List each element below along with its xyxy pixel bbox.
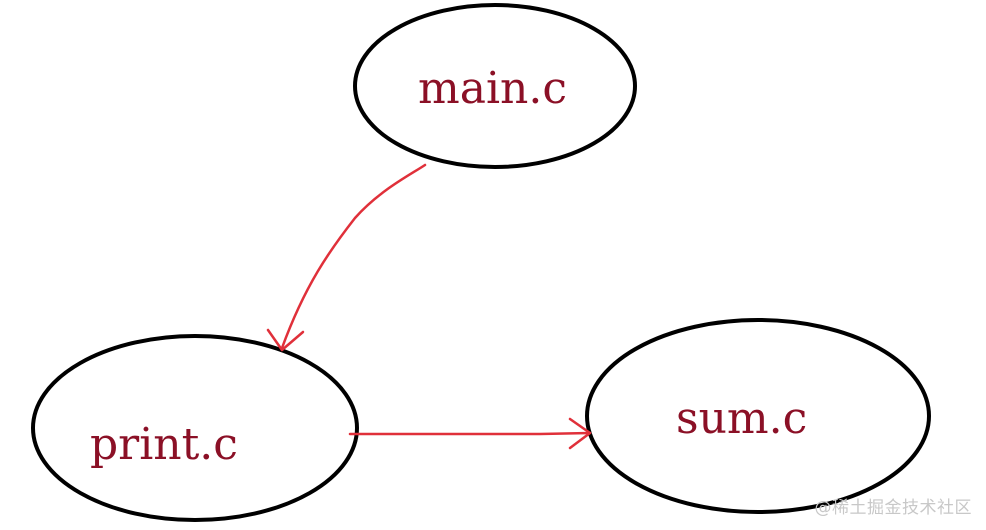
watermark: @稀土掘金技术社区 (814, 498, 972, 518)
node-print-label: print.c (90, 419, 238, 470)
node-main: main.c (353, 3, 637, 169)
node-print-ellipse (31, 334, 359, 522)
edge-print-to-sum-arrowhead (568, 417, 592, 450)
edge-main-to-print-arrowhead (266, 328, 305, 352)
node-print: print.c (31, 334, 359, 522)
edge-print-to-sum-line (348, 431, 592, 436)
edge-main-to-print (266, 163, 427, 352)
node-sum: sum.c (585, 318, 931, 514)
edge-print-to-sum (348, 417, 592, 450)
node-sum-ellipse (585, 318, 931, 514)
node-main-label: main.c (418, 63, 567, 114)
node-sum-label: sum.c (676, 393, 807, 444)
edge-main-to-print-line (280, 163, 427, 350)
node-main-ellipse (353, 3, 637, 169)
